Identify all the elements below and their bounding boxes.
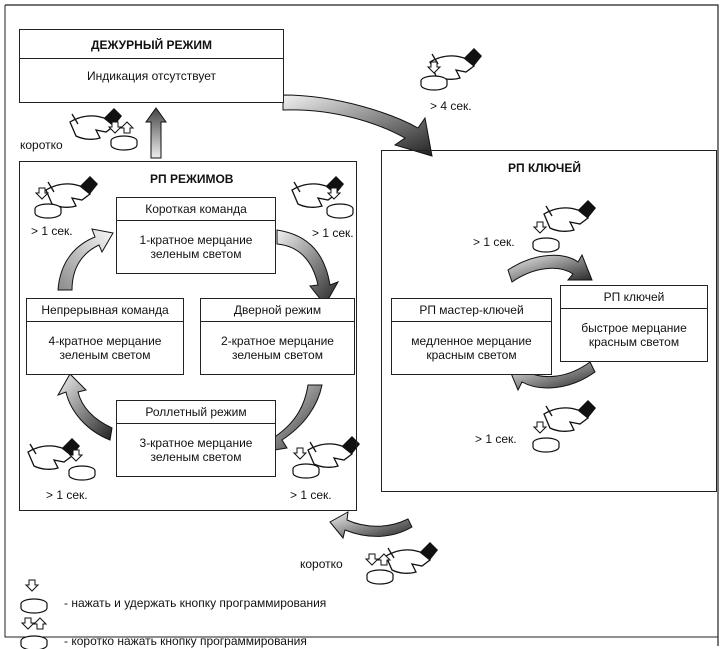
button-icon-2	[20, 635, 48, 649]
mode-line2: красным светом	[588, 335, 680, 349]
arrow-to-keys	[282, 94, 433, 157]
mode-line1: 2-кратное мерцание	[221, 334, 334, 348]
legend-hold: - нажать и удержать кнопку программирова…	[64, 596, 327, 610]
mode-line1: 4-кратное мерцание	[48, 334, 162, 348]
modes-panel-title: РП РЕЖИМОВ	[150, 172, 234, 186]
mode-line2: зеленым светом	[150, 247, 242, 261]
mode-title: Роллетный режим	[117, 401, 275, 424]
mode-line1: медленное мерцание	[411, 334, 532, 348]
mode-title: РП мастер-ключей	[392, 299, 551, 322]
arrow-down-up-icon	[21, 617, 47, 630]
mode-line2: зеленым светом	[232, 348, 323, 362]
standby-title: ДЕЖУРНЫЙ РЕЖИМ	[20, 30, 283, 59]
label-gt1-tr: > 1 сек.	[312, 226, 354, 240]
mode-line2: зеленым светом	[59, 348, 151, 362]
hand-icon-short-bottom	[365, 541, 439, 585]
mode-title: Короткая команда	[117, 198, 275, 221]
mode-line2: зеленым светом	[150, 450, 242, 464]
standby-box: ДЕЖУРНЫЙ РЕЖИМ Индикация отсутствует	[19, 29, 284, 103]
label-short-bottom: коротко	[300, 557, 343, 571]
label-gt1-bl: > 1 сек.	[46, 488, 88, 502]
hand-icon-short-top	[69, 107, 138, 151]
modes-panel	[19, 161, 357, 511]
mode-line1: быстрое мерцание	[581, 321, 687, 335]
arrow-to-standby	[145, 107, 167, 159]
arrow-down-icon	[25, 579, 39, 592]
label-short-top: коротко	[20, 138, 63, 152]
label-gt4: > 4 сек.	[430, 99, 472, 113]
standby-text: Индикация отсутствует	[87, 69, 216, 83]
keys-panel	[381, 150, 717, 492]
button-icon	[20, 598, 48, 614]
legend-tap: - коротко нажать кнопку программирования	[64, 634, 307, 648]
arrow-continuous-to-short	[57, 228, 114, 291]
mode-line1: 3-кратное мерцание	[139, 436, 253, 450]
arrow-keys-to-modes	[329, 511, 413, 540]
arrow-master-to-keys	[507, 253, 593, 283]
hand-icon-gt4	[420, 47, 483, 91]
mode-title: РП ключей	[561, 286, 707, 309]
label-gt1-br: > 1 сек.	[290, 488, 332, 502]
mode-line1: 1-кратное мерцание	[139, 233, 253, 247]
keys-panel-title: РП КЛЮЧЕЙ	[508, 161, 581, 175]
mode-title: Дверной режим	[201, 299, 354, 322]
label-gt1-keys-top: > 1 сек.	[473, 235, 515, 249]
label-gt1-keys-bottom: > 1 сек.	[475, 432, 517, 446]
mode-line2: красным светом	[426, 348, 517, 362]
mode-title: Непрерывная команда	[27, 299, 183, 322]
label-gt1-tl: > 1 сек.	[31, 224, 73, 238]
